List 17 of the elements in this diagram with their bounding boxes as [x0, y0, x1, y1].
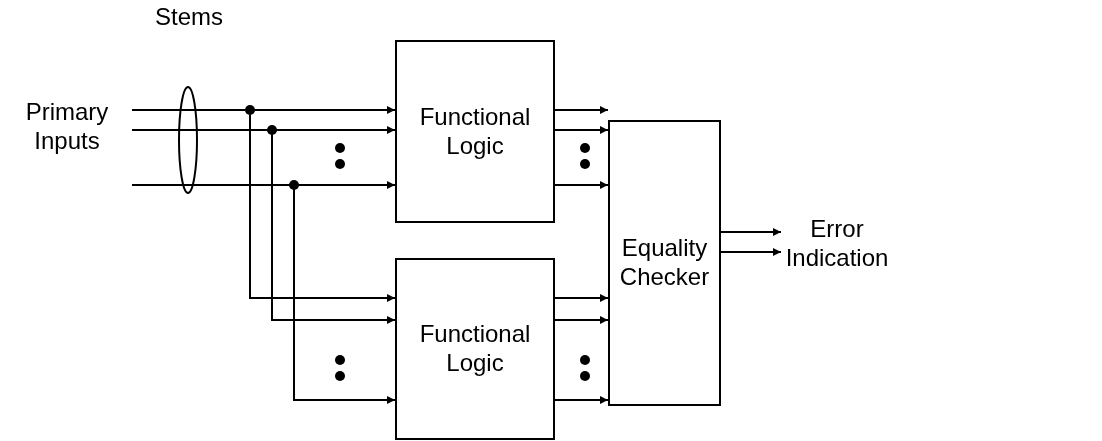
block-label: Functional Logic [418, 320, 532, 378]
input-label: Primary Inputs [24, 98, 110, 156]
arrow [554, 106, 609, 114]
block-label: Functional Logic [418, 102, 532, 161]
block-label: Equality Checker [618, 234, 711, 292]
bundle-label: Stems [155, 3, 223, 31]
arrow [554, 316, 609, 324]
logic-block [395, 258, 555, 440]
output-label: Error Indication [784, 215, 890, 273]
arrow [720, 228, 782, 236]
arrow [554, 396, 609, 404]
logic-block [395, 40, 555, 223]
checker-block [608, 120, 721, 406]
arrow [720, 248, 782, 256]
arrow [554, 294, 609, 302]
arrow [554, 126, 609, 134]
arrow [554, 181, 609, 189]
